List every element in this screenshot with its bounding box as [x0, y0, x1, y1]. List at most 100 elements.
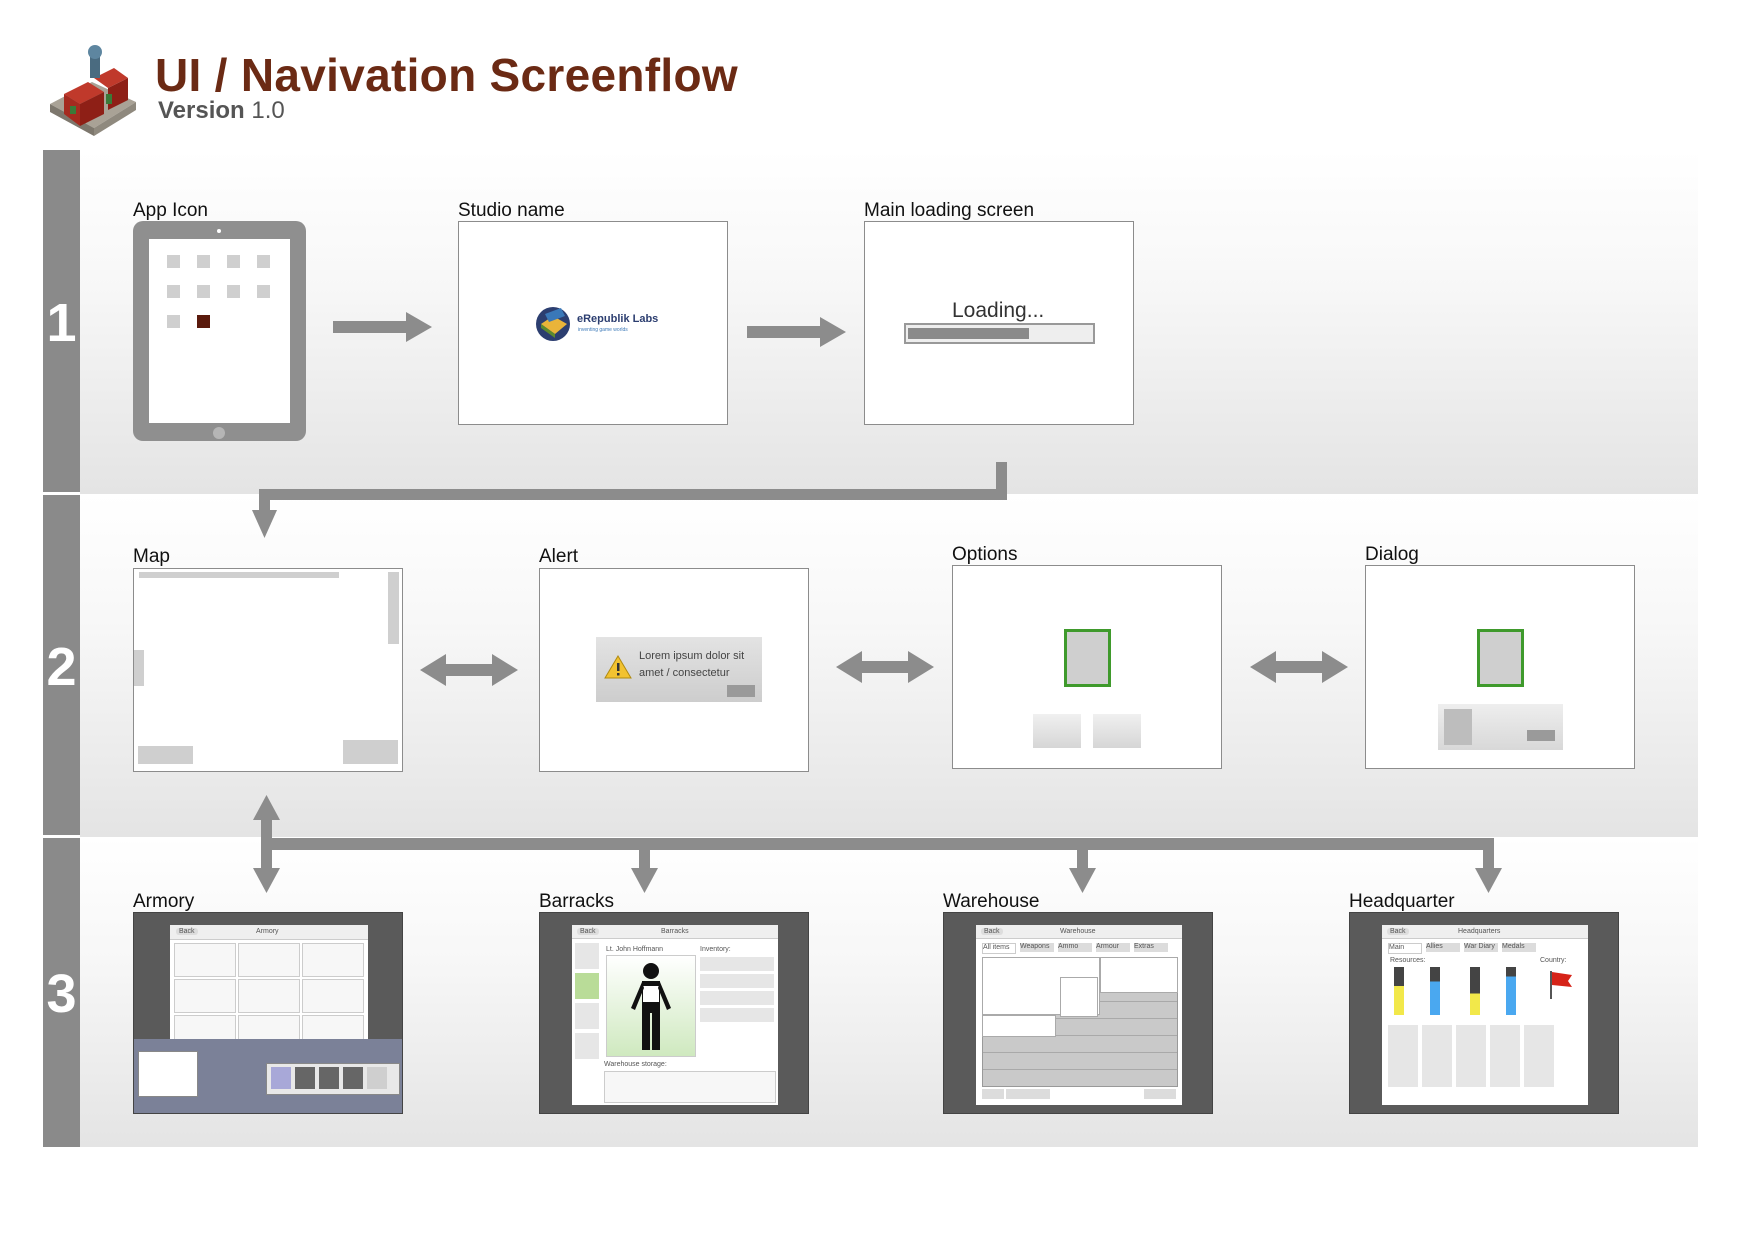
warehouse-send-button[interactable] [1006, 1089, 1050, 1099]
hq-unit-card[interactable] [1388, 1025, 1418, 1087]
armory-tool-slot[interactable] [319, 1067, 339, 1089]
alert-message-line-2: amet / consectetur [639, 667, 730, 679]
armory-tool-slot[interactable] [295, 1067, 315, 1089]
armory-window: Back Armory [170, 925, 368, 1051]
armory-toolbar [266, 1063, 400, 1095]
inventory-item[interactable] [700, 957, 774, 971]
arrow-app-to-studio-head [406, 312, 432, 342]
soldier-silhouette-icon [631, 963, 671, 1050]
warehouse-title: Warehouse [1060, 928, 1096, 935]
label-main-loading: Main loading screen [864, 200, 1035, 221]
loading-text: Loading... [952, 299, 1045, 322]
label-barracks: Barracks [539, 891, 614, 912]
map-bottom-left-button[interactable] [138, 746, 193, 764]
label-options: Options [952, 544, 1018, 565]
warehouse-tab-armour[interactable]: Armour [1096, 943, 1130, 952]
inventory-item[interactable] [700, 1008, 774, 1022]
studio-tagline: inventing game worlds [578, 327, 628, 333]
hq-unit-card[interactable] [1456, 1025, 1486, 1087]
warehouse-tab-all[interactable]: All items [982, 943, 1016, 954]
app-tile [197, 285, 210, 298]
warehouse-item-block[interactable] [1060, 977, 1098, 1017]
dialog-screen [1365, 565, 1635, 769]
label-studio-name: Studio name [458, 200, 565, 221]
app-tile [197, 255, 210, 268]
hq-country-label: Country: [1540, 957, 1567, 964]
warehouse-tab-extras[interactable]: Extras [1134, 943, 1168, 952]
alert-box: Lorem ipsum dolor sit amet / consectetur [596, 637, 762, 702]
hq-tab-medals[interactable]: Medals [1502, 943, 1536, 952]
armory-tool-slot[interactable] [343, 1067, 363, 1089]
app-tile [227, 285, 240, 298]
armory-slot[interactable] [174, 979, 236, 1013]
app-tile [257, 255, 270, 268]
arrow-loading-to-map-head [252, 510, 277, 538]
label-warehouse: Warehouse [943, 891, 1040, 912]
alert-message-line-1: Lorem ipsum dolor sit [639, 650, 745, 662]
hq-unit-card[interactable] [1422, 1025, 1452, 1087]
inventory-item[interactable] [700, 991, 774, 1005]
app-tile [227, 255, 240, 268]
label-headquarter: Headquarter [1349, 891, 1455, 912]
dialog-box [1438, 704, 1563, 750]
armory-thumbnail: Back Armory [133, 912, 403, 1114]
warehouse-item-block[interactable] [982, 1015, 1056, 1037]
barracks-title: Barracks [661, 928, 689, 935]
tablet-home-button [213, 427, 225, 439]
warehouse-item-block[interactable] [1100, 957, 1178, 993]
warehouse-thumbnail: Back Warehouse All items Weapons Ammo Ar… [943, 912, 1213, 1114]
hq-tab-main[interactable]: Main [1388, 943, 1422, 954]
hq-unit-card[interactable] [1524, 1025, 1554, 1087]
armory-tool-slot[interactable] [367, 1067, 387, 1089]
hq-tab-war-diary[interactable]: War Diary [1464, 943, 1498, 952]
hq-unit-card[interactable] [1490, 1025, 1520, 1087]
version-word: Version [158, 97, 245, 124]
options-screen [952, 565, 1222, 769]
warehouse-sell-button[interactable] [982, 1089, 1004, 1099]
version-number: 1.0 [251, 97, 285, 124]
label-app-icon: App Icon [133, 200, 208, 221]
dialog-selected-item[interactable] [1477, 629, 1524, 687]
barracks-thumbnail: Back Barracks Lt. John Hoffmann Inventor… [539, 912, 809, 1114]
unit-slot[interactable] [575, 1033, 599, 1059]
armory-back-button[interactable]: Back [176, 928, 198, 935]
warehouse-to-barracks-button[interactable] [1144, 1089, 1176, 1099]
headquarters-title: Headquarters [1458, 928, 1501, 935]
headquarters-titlebar [1382, 925, 1588, 939]
options-button-right[interactable] [1093, 714, 1141, 748]
label-dialog: Dialog [1365, 544, 1419, 565]
options-button-left[interactable] [1033, 714, 1081, 748]
armory-slot[interactable] [302, 943, 364, 977]
warehouse-storage-strip[interactable] [604, 1071, 776, 1103]
armory-slot[interactable] [238, 943, 300, 977]
alert-ok-button[interactable] [727, 685, 755, 697]
resource-bar [1430, 967, 1440, 1015]
arrow-app-to-studio [333, 321, 408, 333]
hq-tab-allies[interactable]: Allies [1426, 943, 1460, 952]
warehouse-tab-ammo[interactable]: Ammo [1058, 943, 1092, 952]
unit-slot[interactable] [575, 943, 599, 969]
row-number-3: 3 [46, 964, 77, 1024]
unit-slot[interactable] [575, 1003, 599, 1029]
unit-slot-selected[interactable] [575, 973, 599, 999]
resource-bar [1506, 967, 1516, 1015]
inventory-item[interactable] [700, 974, 774, 988]
barracks-back-button[interactable]: Back [577, 928, 599, 935]
tablet-device [133, 221, 306, 441]
armory-slot[interactable] [238, 979, 300, 1013]
armory-tool-slot[interactable] [271, 1067, 291, 1089]
map-screen [133, 568, 403, 772]
app-tile [167, 285, 180, 298]
soldier-preview [606, 955, 696, 1057]
armory-slot[interactable] [302, 979, 364, 1013]
headquarters-back-button[interactable]: Back [1387, 928, 1409, 935]
armory-slot[interactable] [174, 943, 236, 977]
armory-stats-panel [138, 1051, 198, 1097]
map-bottom-right-button[interactable] [343, 740, 398, 764]
dialog-button[interactable] [1527, 730, 1555, 741]
warehouse-back-button[interactable]: Back [981, 928, 1003, 935]
game-logo-icon [50, 45, 136, 136]
warehouse-tab-weapons[interactable]: Weapons [1020, 943, 1054, 952]
options-selected-item[interactable] [1064, 629, 1111, 687]
game-app-tile[interactable] [197, 315, 210, 328]
